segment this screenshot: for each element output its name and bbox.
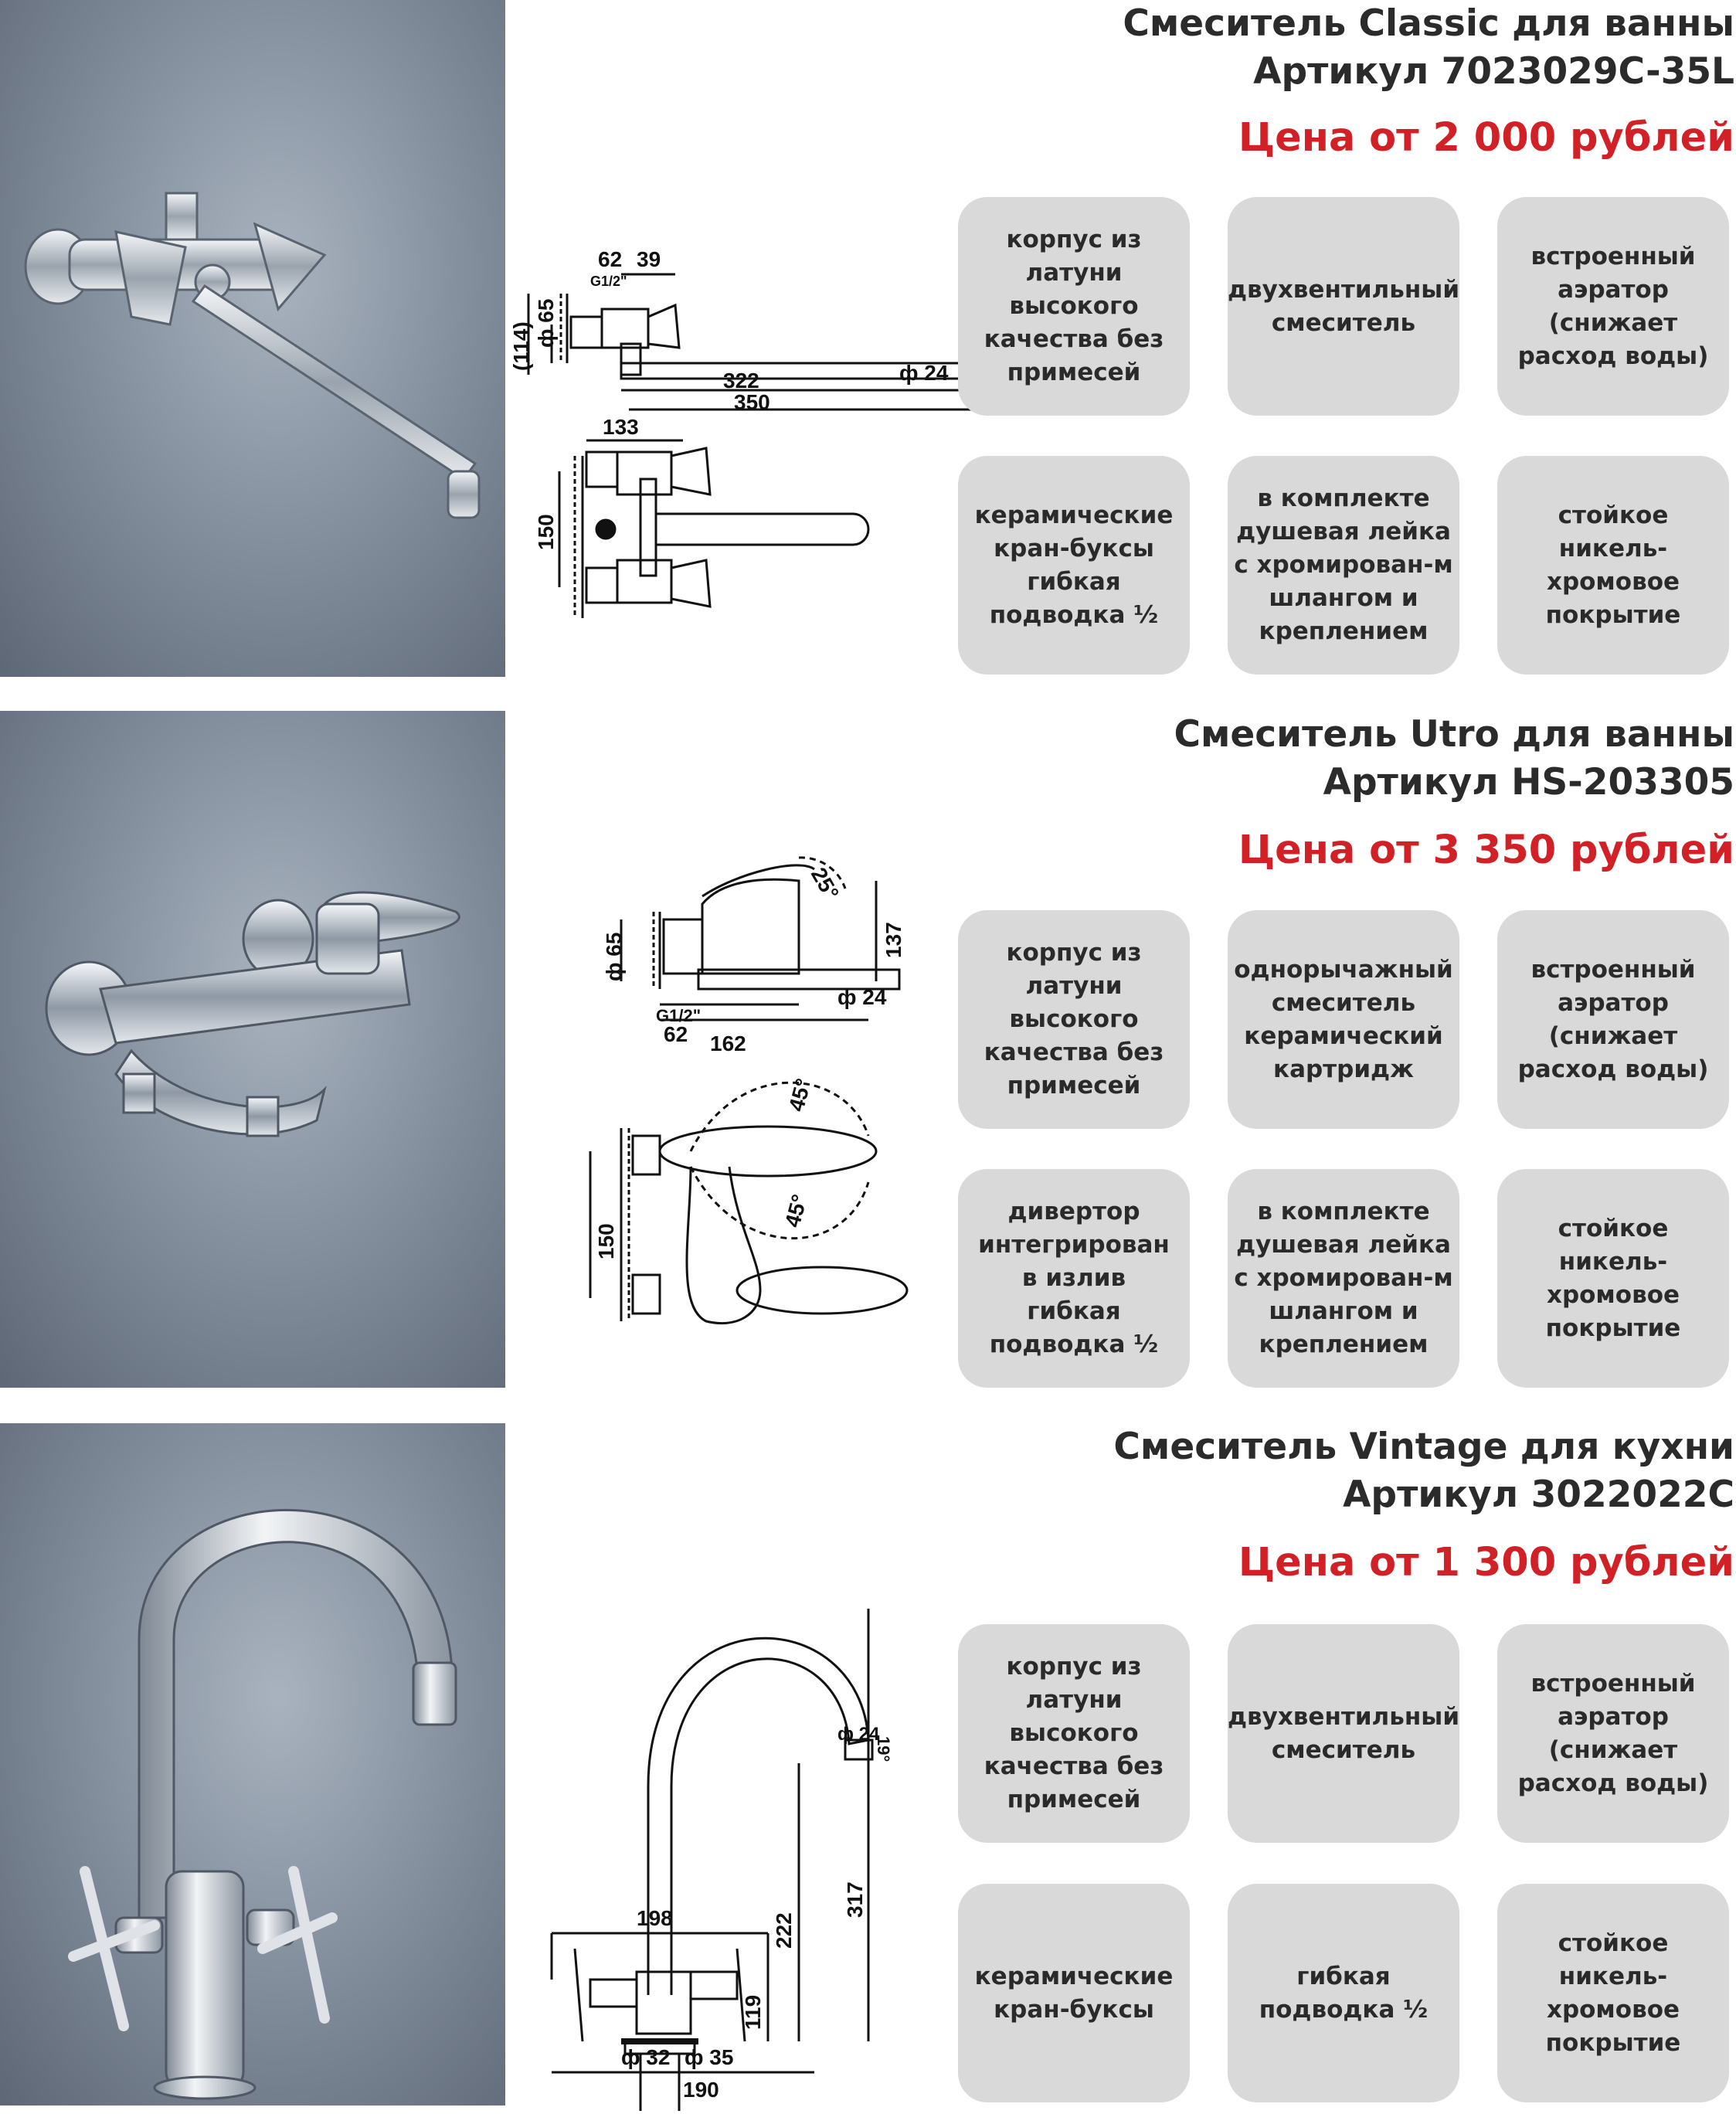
product-photo-classic: [0, 0, 505, 677]
technical-drawing-vintage: ф 24 19° 198 222 317 119 ф 32 ф 35 190: [505, 1609, 984, 2114]
dim-162: 162: [710, 1032, 746, 1055]
product-price: Цена от 1 300 рублей: [1238, 1540, 1734, 1586]
product-title-line1: Смеситель Vintage для кухни: [1113, 1426, 1734, 1468]
feature-card: однорычажный смеситель керамический карт…: [1228, 910, 1459, 1129]
product-price: Цена от 3 350 рублей: [1238, 828, 1734, 873]
feature-card: керамические кран-буксы: [958, 1884, 1190, 2102]
product-title-line1: Смеситель Classic для ванны: [1123, 2, 1734, 45]
product-title-line2: Артикул 7023029C-35L: [1253, 50, 1734, 93]
feature-card: корпус из латуни высокого качества без п…: [958, 1624, 1190, 1843]
feature-card: керамические кран-буксы гибкая подводка …: [958, 456, 1190, 675]
dim-317: 317: [843, 1881, 867, 1918]
feature-card: встроенный аэратор (снижает расход воды): [1497, 910, 1729, 1129]
dim-phi24: ф 24: [899, 361, 949, 385]
dim-g12: G1/2": [656, 1006, 701, 1025]
dim-114: (114): [509, 321, 533, 371]
product-section-classic: 62 39 G1/2" ф 65 (114) 322 350 ф 24 133 …: [0, 0, 1736, 677]
faucet-illustration: [68, 1509, 457, 2100]
dim-39: 39: [637, 247, 661, 271]
dim-phi65: ф 65: [602, 933, 626, 981]
feature-card: стойкое никель- хромовое покрытие: [1497, 1169, 1729, 1388]
feature-card: в комплекте душевая лейка с хромирован-м…: [1228, 456, 1459, 675]
product-title-line1: Смеситель Utro для ванны: [1174, 713, 1735, 756]
dim-phi32: ф 32: [621, 2045, 670, 2069]
dim-190: 190: [683, 2078, 719, 2102]
feature-card: стойкое никель- хромовое покрытие: [1497, 456, 1729, 675]
feature-card: корпус из латуни высокого качества без п…: [958, 197, 1190, 416]
dim-angle-19: 19°: [874, 1736, 893, 1762]
product-title-line2: Артикул HS-203305: [1323, 761, 1734, 804]
product-title-line2: Артикул 3022022C: [1343, 1473, 1734, 1516]
dim-g12: G1/2": [590, 274, 627, 289]
dim-62: 62: [664, 1022, 688, 1046]
product-section-vintage: ф 24 19° 198 222 317 119 ф 32 ф 35 190 С…: [0, 1423, 1736, 2111]
faucet-illustration: [24, 192, 481, 519]
dim-phi24: ф 24: [837, 1724, 880, 1745]
feature-card: гибкая подводка ½: [1228, 1884, 1459, 2102]
dim-angle-25: 25°: [807, 864, 844, 904]
dim-phi65: ф 65: [534, 299, 558, 348]
feature-card: встроенный аэратор (снижает расход воды): [1497, 1624, 1729, 1843]
dim-150: 150: [594, 1223, 618, 1259]
dim-119: 119: [741, 1995, 765, 2030]
feature-card: двухвентильный смеситель: [1228, 197, 1459, 416]
feature-card: дивертор интегрирован в излив гибкая под…: [958, 1169, 1190, 1388]
dim-198: 198: [637, 1906, 673, 1930]
product-price: Цена от 2 000 рублей: [1238, 115, 1734, 161]
feature-card: корпус из латуни высокого качества без п…: [958, 910, 1190, 1129]
dim-137: 137: [882, 922, 905, 958]
technical-drawing-classic: 62 39 G1/2" ф 65 (114) 322 350 ф 24 133 …: [505, 216, 1027, 652]
dim-150: 150: [534, 514, 558, 550]
technical-drawing-utro: 25° 137 ф 65 ф 24 G1/2" 62 162 45° 45° 1…: [505, 827, 938, 1371]
dim-62: 62: [598, 247, 622, 271]
feature-card: двухвентильный смеситель: [1228, 1624, 1459, 1843]
dim-angle-45-bottom: 45°: [780, 1192, 812, 1230]
dim-322: 322: [723, 369, 759, 393]
product-section-utro: 25° 137 ф 65 ф 24 G1/2" 62 162 45° 45° 1…: [0, 711, 1736, 1388]
dim-phi24: ф 24: [837, 985, 887, 1009]
product-photo-vintage: [0, 1423, 505, 2106]
feature-card: встроенный аэратор (снижает расход воды): [1497, 197, 1729, 416]
dim-222: 222: [772, 1912, 796, 1949]
feature-card: в комплекте душевая лейка с хромирован-м…: [1228, 1169, 1459, 1388]
dim-angle-45-top: 45°: [784, 1076, 816, 1114]
dim-phi35: ф 35: [685, 2045, 733, 2069]
feature-card: стойкое никель- хромовое покрытие: [1497, 1884, 1729, 2102]
faucet-illustration: [45, 891, 460, 1137]
product-photo-utro: [0, 711, 505, 1388]
dim-133: 133: [603, 415, 639, 439]
dim-350: 350: [734, 390, 770, 414]
